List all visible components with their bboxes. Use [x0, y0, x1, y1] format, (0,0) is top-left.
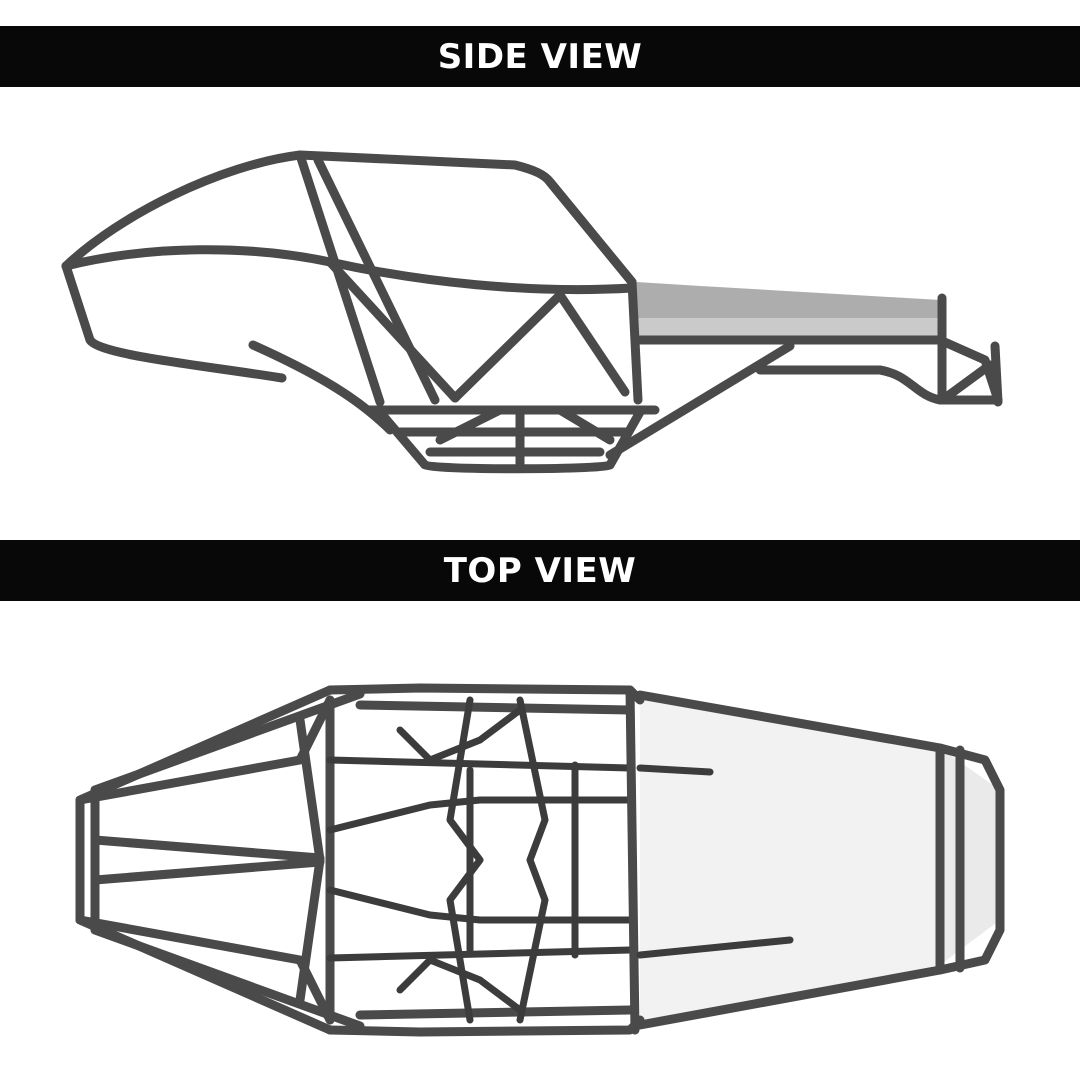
top-view-chassis-render — [75, 683, 1005, 1037]
side-view-banner: SIDE VIEW — [0, 26, 1080, 87]
top-view-banner: TOP VIEW — [0, 540, 1080, 601]
side-view-title: SIDE VIEW — [437, 36, 643, 77]
top-view-title: TOP VIEW — [443, 550, 637, 591]
side-view-chassis-render — [61, 150, 1003, 474]
